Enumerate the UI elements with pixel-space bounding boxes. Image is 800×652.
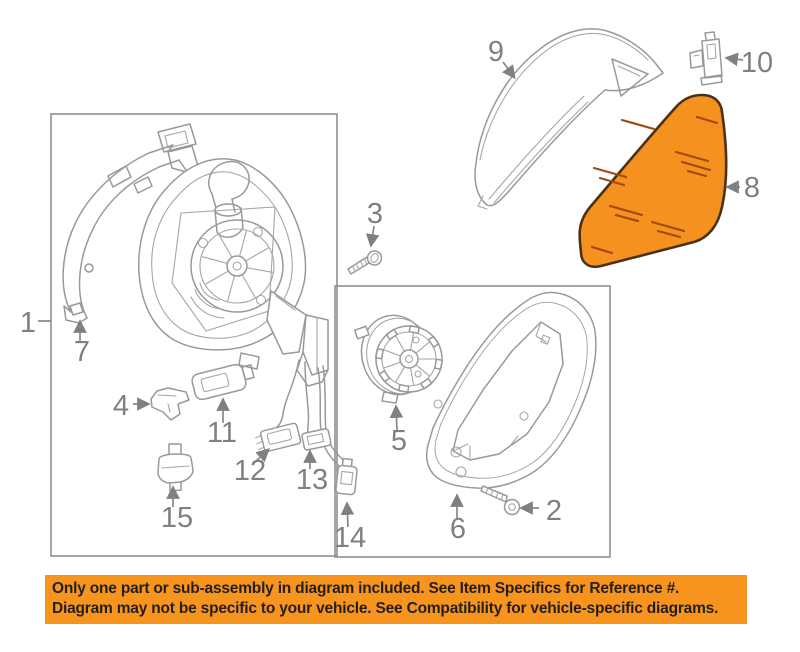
- callout-3-arrow: [365, 225, 380, 248]
- warning-banner-line2: Diagram may not be specific to your vehi…: [52, 600, 719, 617]
- part-1-mirror-housing-assembly-drawing: [138, 158, 345, 467]
- callout-1-label: 1: [20, 307, 36, 339]
- warning-banner-line1: Only one part or sub-assembly in diagram…: [52, 580, 680, 597]
- callout-13-label: 13: [296, 464, 328, 496]
- callout-11: 11: [207, 397, 237, 449]
- callout-4-label: 4: [113, 390, 129, 422]
- callout-9: 9: [488, 36, 516, 80]
- part-12-connector-drawing: [254, 422, 302, 453]
- callout-7: 7: [73, 319, 90, 368]
- callout-15-label: 15: [161, 502, 193, 534]
- callout-5-label: 5: [391, 425, 407, 457]
- part-13-connector-drawing: [301, 428, 332, 451]
- callout-10-label: 10: [741, 47, 773, 79]
- callout-14-arrow: [340, 501, 355, 528]
- callout-7-label: 7: [74, 336, 90, 368]
- callout-10: 10: [724, 47, 773, 79]
- callout-12-arrow: [255, 448, 271, 463]
- callout-2-label: 2: [546, 495, 562, 527]
- callout-11-label: 11: [207, 417, 237, 449]
- part-7-turn-signal-drawing: [62, 123, 199, 324]
- part-5-motor-drawing: [353, 314, 443, 404]
- callout-14-label: 14: [334, 522, 366, 554]
- callout-14: 14: [334, 501, 366, 554]
- callout-8: 8: [725, 172, 760, 204]
- part-6-mirror-frame-drawing: [425, 291, 597, 489]
- callout-9-label: 9: [488, 36, 504, 68]
- callout-12-label: 12: [234, 455, 266, 487]
- left-assembly-box: [50, 113, 338, 557]
- part-3-screw-drawing: [347, 250, 383, 275]
- callout-6-label: 6: [450, 513, 466, 545]
- callout-3: 3: [365, 198, 383, 248]
- callout-2: 2: [519, 495, 562, 527]
- glass-hatch-marks: [590, 115, 719, 255]
- part-14-connector-drawing: [335, 457, 358, 496]
- callout-12: 12: [234, 448, 271, 487]
- callout-9-arrow: [502, 61, 516, 80]
- callout-3-label: 3: [367, 198, 383, 230]
- part-10-clip-drawing: [689, 31, 723, 86]
- callout-8-label: 8: [744, 172, 760, 204]
- part-11-module-drawing: [191, 363, 255, 401]
- callout-1: 1: [20, 307, 51, 339]
- part-4-clip-drawing: [150, 387, 190, 421]
- callout-13: 13: [296, 449, 328, 496]
- part-8-mirror-glass-highlighted: [578, 93, 728, 269]
- callout-6: 6: [450, 493, 466, 545]
- part-9-mirror-cap-drawing: [474, 28, 664, 210]
- warning-banner: Only one part or sub-assembly in diagram…: [45, 575, 747, 624]
- right-assembly-box: [334, 285, 611, 558]
- part-2-screw-drawing: [480, 485, 521, 516]
- callout-15: 15: [161, 485, 193, 534]
- part-15-sensor-drawing: [157, 443, 194, 492]
- callout-4: 4: [113, 390, 151, 422]
- callout-5-arrow: [389, 404, 404, 431]
- callout-10-arrow: [724, 52, 744, 67]
- callout-5: 5: [389, 404, 407, 457]
